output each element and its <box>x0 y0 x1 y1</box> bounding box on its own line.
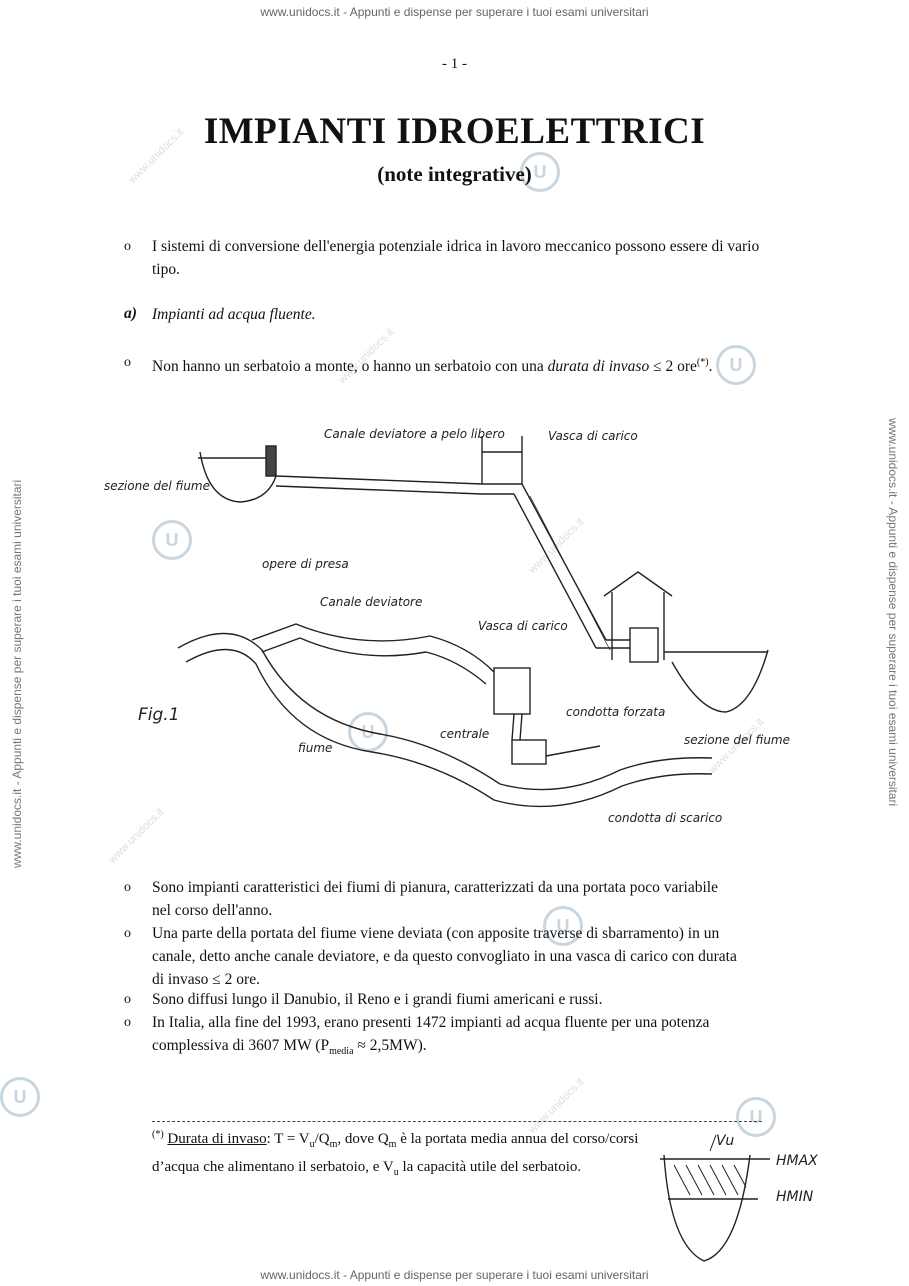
unidocs-logo-icon: U <box>543 906 583 946</box>
page-subtitle: (note integrative) <box>377 162 532 186</box>
label-sezione-right: sezione del fiume <box>684 733 790 747</box>
unidocs-logo-icon: U <box>520 152 560 192</box>
bullet-item: In Italia, alla fine del 1993, erano pre… <box>152 1011 762 1063</box>
point-paragraph: Non hanno un serbatoio a monte, o hanno … <box>152 351 737 378</box>
footnote-sub: u <box>309 1139 315 1150</box>
footnote-term: Durata di invaso <box>167 1131 267 1147</box>
point-text-after: ≤ 2 ore <box>649 358 697 376</box>
label-sezione-left: sezione del fiume <box>104 479 210 493</box>
unidocs-logo-icon: U <box>0 1077 40 1117</box>
footnote-text: la capacità utile del serbatoio. <box>398 1159 582 1175</box>
label-opere-presa: opere di presa <box>262 557 349 571</box>
footnote-ref: (*) <box>696 357 709 368</box>
watermark-bottom: www.unidocs.it - Appunti e dispense per … <box>260 1268 649 1282</box>
bullet-marker: o <box>124 880 131 895</box>
bullet-marker: o <box>124 992 131 1007</box>
label-fig: Fig.1 <box>138 705 180 725</box>
bullet-marker: o <box>124 239 131 254</box>
unidocs-logo-icon: U <box>716 345 756 385</box>
point-end: . <box>708 358 713 376</box>
bullet4-end: ≈ 2,5MW). <box>353 1037 427 1054</box>
bullet-item: Sono diffusi lungo il Danubio, il Reno e… <box>152 991 603 1008</box>
bullet-marker: o <box>124 926 131 941</box>
footnote-mark: (*) <box>152 1129 164 1140</box>
label-hmax: HMAX <box>776 1153 818 1169</box>
label-fiume: fiume <box>298 741 332 755</box>
label-condotta-forzata: condotta forzata <box>566 705 665 719</box>
label-canale-deviatore: Canale deviatore <box>320 595 422 609</box>
bullet-marker: o <box>124 1015 131 1030</box>
unidocs-logo-icon: U <box>152 520 192 560</box>
footnote-text: : T = V <box>266 1131 310 1147</box>
point-italic-term: durata di invaso <box>547 358 650 376</box>
label-vu: Vu <box>716 1133 734 1149</box>
label-centrale: centrale <box>440 727 489 741</box>
footnote-text: è la portata media annua del corso/corsi… <box>152 1131 639 1175</box>
label-hmin: HMIN <box>776 1189 814 1205</box>
page-title: IMPIANTI IDROELETTRICI <box>203 111 706 152</box>
intro-paragraph: I sistemi di conversione dell'energia po… <box>152 238 760 278</box>
label-canale-pelo: Canale deviatore a pelo libero <box>324 427 505 441</box>
reservoir-sketch: Vu HMAX HMIN <box>660 1133 818 1262</box>
bullet-item: Una parte della portata del fiume viene … <box>152 925 737 988</box>
bullet-item: Sono impianti caratteristici dei fiumi d… <box>152 879 718 919</box>
footnote: (*) Durata di invaso: T = Vu/Qm, dove Qm… <box>152 1123 642 1184</box>
page-number: - 1 - <box>442 56 467 72</box>
label-vasca-carico: Vasca di carico <box>478 619 568 633</box>
bullet-marker: o <box>124 355 131 370</box>
label-condotta-scarico: condotta di scarico <box>608 811 722 825</box>
bullet4-sub: media <box>329 1046 354 1058</box>
point-text: Non hanno un serbatoio a monte, o hanno … <box>152 358 548 376</box>
label-vasca-top: Vasca di carico <box>548 429 638 443</box>
footnote-sub: u <box>393 1167 399 1178</box>
footnote-text: , dove Q <box>337 1131 389 1147</box>
watermark-top: www.unidocs.it - Appunti e dispense per … <box>260 5 649 19</box>
section-label: Impianti ad acqua fluente. <box>152 306 316 323</box>
footnote-sub: m <box>388 1139 397 1150</box>
footnote-separator <box>152 1121 762 1122</box>
figure-labels: Canale deviatore a pelo libero Vasca di … <box>104 427 790 825</box>
footnote-sub: m <box>329 1139 338 1150</box>
unidocs-logo-icon: U <box>736 1097 776 1137</box>
footnote-text: /Q <box>314 1131 330 1147</box>
section-marker: a) <box>124 305 137 322</box>
bullet4-text: In Italia, alla fine del 1993, erano pre… <box>152 1014 710 1054</box>
